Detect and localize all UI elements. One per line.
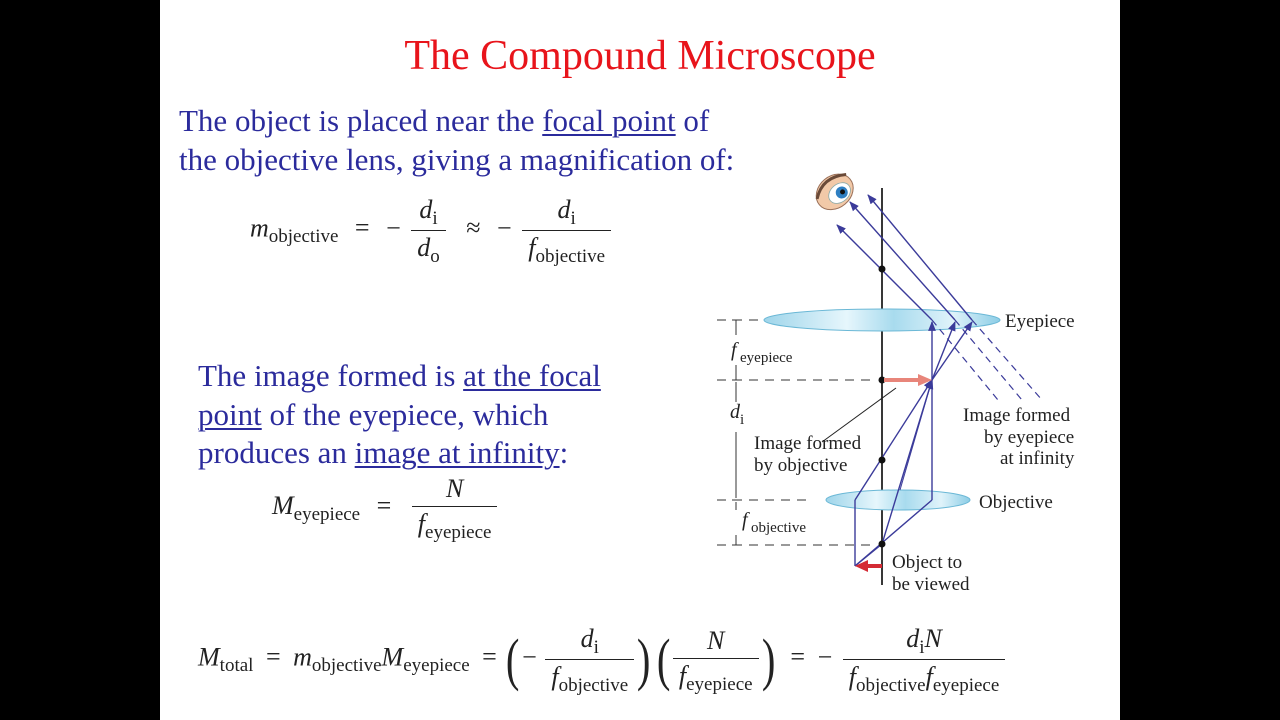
eq-var: f (417, 509, 426, 538)
f-objective-sub: objective (751, 520, 806, 536)
eq-var: m (250, 213, 269, 243)
paragraph-text: The image formed is (198, 358, 464, 393)
eq-operator: = (354, 213, 370, 243)
object-label-line1: Object to (892, 552, 962, 573)
eq-var: f (678, 660, 687, 690)
eq-var: d (417, 233, 431, 262)
f-eyepiece-sub: eyepiece (740, 350, 793, 366)
intermediate-image-arrow (884, 374, 932, 386)
paragraph-text: of the objective lens, giving a magnific… (179, 103, 735, 177)
eq-sub: objective (268, 226, 339, 248)
eq-sub: eyepiece (425, 522, 492, 543)
eq-sub: total (219, 655, 254, 677)
eq-var: f (528, 233, 536, 262)
eq-operator: − (386, 213, 401, 243)
eq-sub: i (593, 637, 599, 658)
eq-var: d (557, 195, 571, 224)
eq-sub: o (430, 246, 440, 267)
focal-point-term: focal point (542, 103, 676, 138)
eq-var: M (272, 490, 294, 520)
di-sub: i (740, 412, 744, 428)
eq-var: N (707, 625, 725, 655)
eq-sub: i (570, 208, 576, 229)
dimension-markers (732, 319, 740, 546)
eyepiece-lens (763, 308, 1001, 332)
image-at-infinity-term: image at infinity (354, 435, 560, 470)
fraction-di-fobjective: di fobjective (522, 193, 612, 268)
eq-operator: − (497, 213, 512, 243)
virtual-rays (931, 319, 1043, 401)
eyepiece-magnification-equation: Meyepiece = N feyepiece (272, 472, 501, 544)
fraction-total: diN fobjectivefeyepiece (842, 622, 1006, 697)
microscope-diagram: Eyepiece Objective Image formed by objec… (717, 172, 1075, 595)
eq-var: f (551, 662, 559, 691)
eq-paren: ( (505, 626, 520, 692)
fraction-di-fobjective: di fobjective (545, 622, 635, 697)
paragraph-eyepiece: The image formed is at the focal point o… (198, 357, 638, 473)
dimension-labels: f eyepiece d i f objective (730, 339, 806, 536)
diagram-labels: Eyepiece Objective Image formed by objec… (754, 311, 1075, 595)
eq-operator: = (376, 490, 392, 520)
at-focal-point-term: at the focal point (198, 358, 601, 432)
eq-paren: ) (761, 626, 775, 692)
eq-sub: i (919, 637, 925, 658)
paragraph-text: : (559, 435, 569, 470)
focal-points (878, 265, 886, 548)
f-objective-var: f (742, 509, 750, 531)
slide: The Compound Microscope The object is pl… (160, 0, 1120, 720)
image-infinity-label-line1: Image formed (963, 405, 1071, 426)
paragraph-text: of the eyepiece, which produces an (198, 396, 549, 471)
image-objective-label-line1: Image formed (754, 433, 862, 454)
eq-sub: eyepiece (932, 675, 1000, 696)
di-var: d (730, 401, 741, 423)
total-magnification-equation: Mtotal = mobjectiveMeyepiece =(− di fobj… (198, 622, 1009, 697)
eq-sub: i (432, 208, 438, 229)
eq-operator: − (817, 642, 833, 672)
eq-var: N (445, 474, 464, 503)
image-infinity-label-line2: by eyepiece (984, 427, 1074, 448)
eq-operator: = (790, 642, 806, 672)
eq-paren: ) (637, 626, 651, 692)
eq-var: M (381, 642, 404, 672)
eyepiece-label: Eyepiece (1005, 311, 1075, 332)
objective-magnification-equation: mobjective = − di do ≈ − di fobjective (250, 193, 615, 268)
eq-var: d (906, 624, 920, 653)
eq-sub: eyepiece (403, 655, 470, 677)
object-arrow (855, 560, 882, 572)
fraction-N-feyepiece: N feyepiece (672, 624, 759, 696)
eq-sub: eyepiece (686, 673, 753, 695)
eq-paren: ( (656, 626, 670, 692)
eq-var: d (580, 624, 594, 653)
eq-operator: ≈ (466, 213, 481, 243)
f-eyepiece-var: f (731, 339, 739, 361)
paragraph-text: The object is placed near the (179, 103, 543, 138)
eye-icon (815, 172, 854, 211)
eq-operator: = (265, 642, 281, 672)
eq-var: M (198, 642, 220, 672)
eq-sub: objective (535, 246, 606, 267)
objective-label: Objective (979, 492, 1053, 513)
eq-var: f (925, 662, 933, 691)
eq-var: d (419, 195, 433, 224)
eq-sub: objective (855, 675, 926, 696)
eq-operator: = (482, 642, 497, 672)
eq-operator: − (522, 642, 537, 672)
slide-title: The Compound Microscope (404, 33, 876, 79)
fraction-N-feyepiece: N feyepiece (411, 472, 498, 544)
eq-sub: objective (558, 675, 629, 696)
eq-var: N (924, 624, 942, 653)
eq-sub: objective (311, 655, 382, 677)
paragraph-objective: The object is placed near the focal poin… (179, 102, 739, 179)
eq-sub: eyepiece (293, 503, 361, 525)
light-rays (836, 194, 973, 567)
object-label-line2: be viewed (892, 574, 970, 595)
image-objective-label-line2: by objective (754, 455, 847, 476)
image-infinity-label-line3: at infinity (1000, 448, 1075, 469)
eq-var: m (293, 642, 312, 672)
leader-line (821, 387, 897, 443)
fraction-di-do: di do (411, 193, 446, 268)
eq-var: f (848, 662, 856, 691)
